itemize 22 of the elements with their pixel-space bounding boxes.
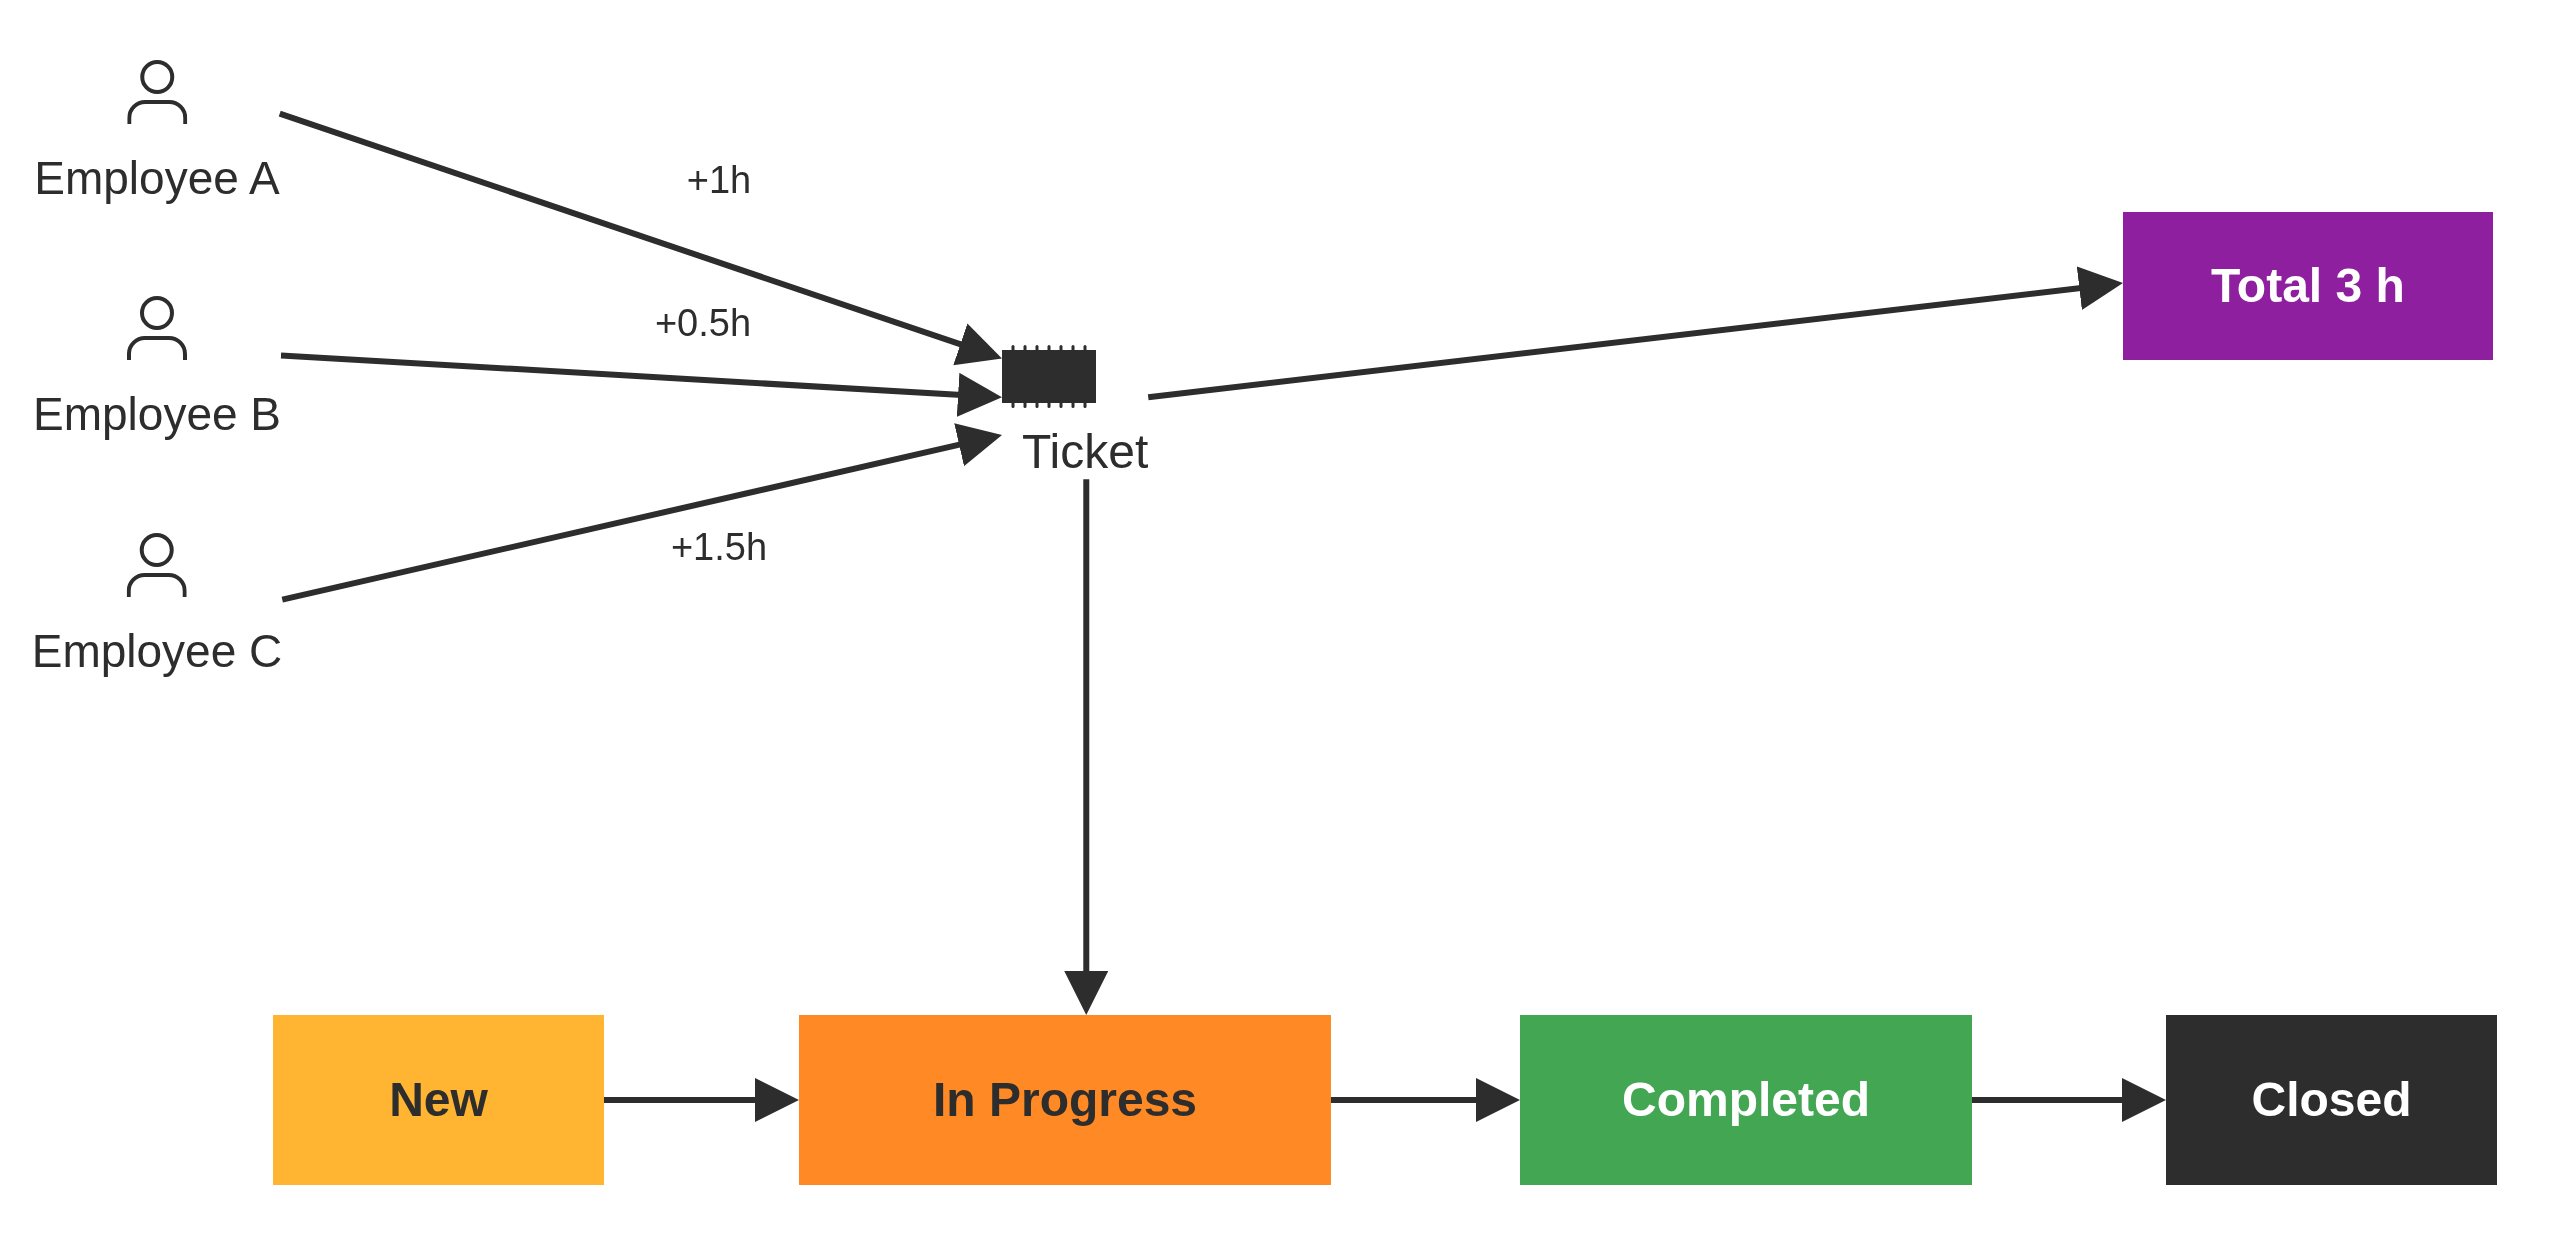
node-label: Employee C: [31, 625, 283, 678]
arrow: [1064, 479, 1109, 1015]
node-label: Total 3 h: [2211, 258, 2405, 314]
arrow: [1331, 1078, 1520, 1122]
node-label: Completed: [1622, 1072, 1870, 1128]
state-box: [2123, 212, 2493, 360]
arrow: [280, 352, 1002, 417]
state-box: [273, 1015, 604, 1185]
arrow: [278, 110, 1002, 366]
arrow: [1147, 266, 2123, 401]
node-label: New: [389, 1072, 488, 1128]
node-label: In Progress: [932, 1072, 1198, 1128]
state-box: [1520, 1015, 1972, 1185]
node-label: Closed: [2251, 1072, 2412, 1128]
state-box: [2166, 1015, 2497, 1185]
node-label: Employee A: [34, 152, 280, 205]
state-box: [799, 1015, 1331, 1185]
node-label: Employee B: [33, 388, 281, 441]
node-label: Ticket: [1022, 424, 1149, 480]
arrow: [1972, 1078, 2166, 1122]
arrow: [604, 1078, 799, 1122]
arrow: [281, 423, 1002, 603]
